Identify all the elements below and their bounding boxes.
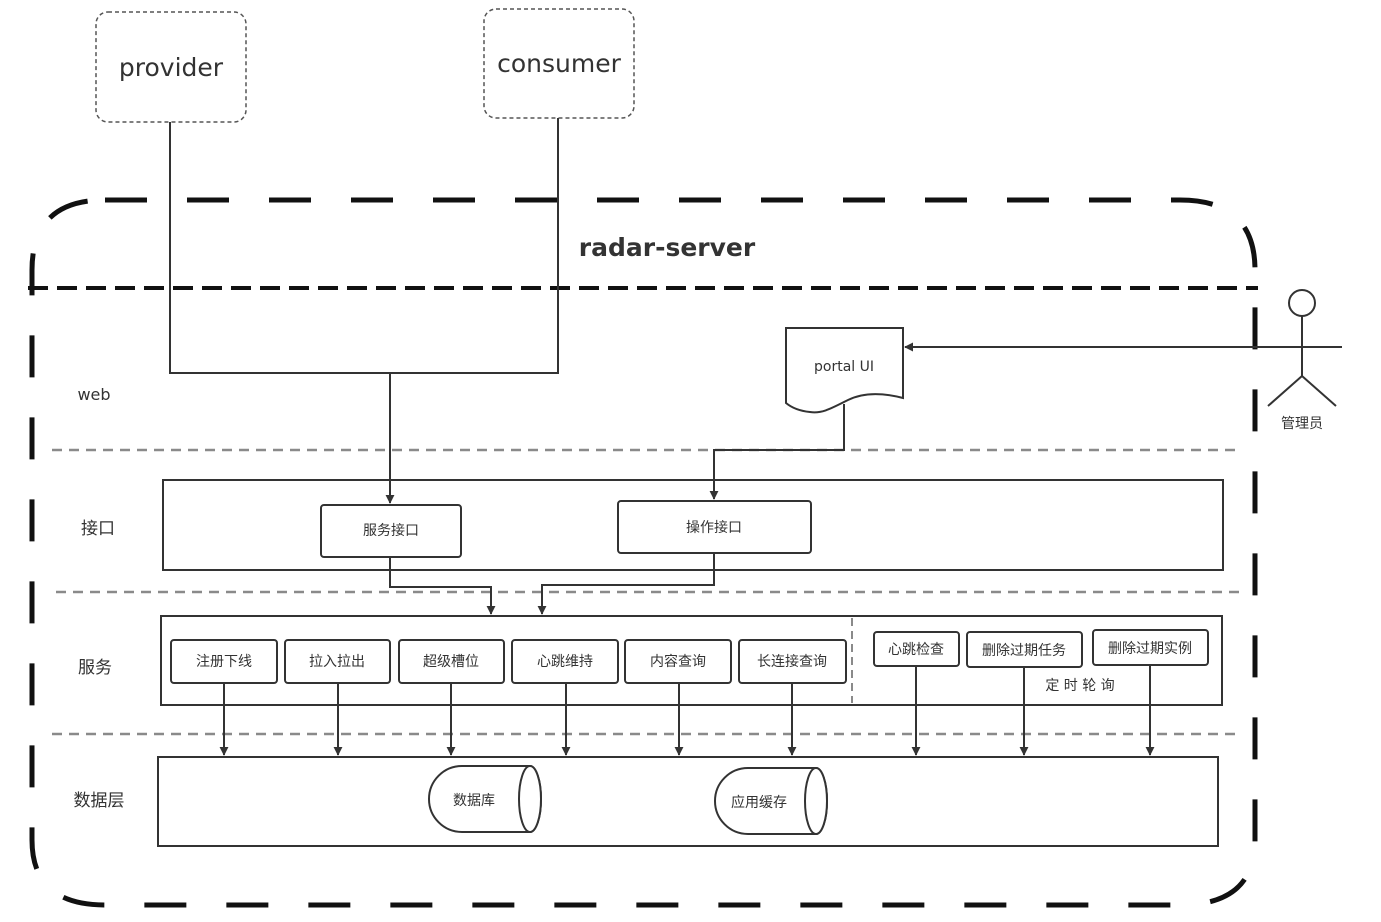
svg-text:心跳维持: 心跳维持 <box>537 654 593 670</box>
operation-api-box: 操作接口 <box>617 500 812 554</box>
operation-api-label: 操作接口 <box>686 519 742 536</box>
layer-label-data: 数据层 <box>74 791 125 811</box>
radar-server-boundary <box>29 197 1258 908</box>
scheduled-polling-label: 定 时 轮 询 <box>1045 678 1114 694</box>
layer-label-interface: 接口 <box>81 519 115 539</box>
layer-label-service: 服务 <box>78 658 112 678</box>
service-api-box: 服务接口 <box>320 504 462 558</box>
database-store: 数据库 <box>428 765 542 833</box>
scheduled-box-heartbeat-check: 心跳检查 <box>873 631 960 667</box>
consumer-node: consumer <box>483 8 635 119</box>
portal-ui-node: portal UI <box>785 327 904 414</box>
svg-text:拉入拉出: 拉入拉出 <box>309 654 365 670</box>
svg-text:长连接查询: 长连接查询 <box>757 653 827 670</box>
service-box-register: 注册下线 <box>170 639 278 684</box>
consumer-label: consumer <box>497 49 621 78</box>
service-box-content-query: 内容查询 <box>624 639 732 684</box>
actor-label: 管理员 <box>1281 416 1323 432</box>
svg-text:删除过期实例: 删除过期实例 <box>1108 641 1192 657</box>
database-label: 数据库 <box>453 793 495 809</box>
layer-label-web: web <box>77 385 110 404</box>
service-api-to-service-arrow <box>389 557 496 615</box>
svg-text:删除过期任务: 删除过期任务 <box>982 643 1066 659</box>
consumer-connector <box>390 118 559 374</box>
service-box-long-connection-query: 长连接查询 <box>738 639 847 684</box>
scheduled-box-delete-expired-instances: 删除过期实例 <box>1092 629 1209 666</box>
service-box-heartbeat: 心跳维持 <box>511 639 619 684</box>
portal-to-operation-arrow <box>709 404 845 500</box>
actor-head <box>1288 289 1316 317</box>
svg-text:心跳检查: 心跳检查 <box>888 642 944 658</box>
admin-actor: 管理员 <box>1262 289 1342 432</box>
server-title: radar-server <box>579 233 756 262</box>
scheduled-box-delete-expired-tasks: 删除过期任务 <box>966 631 1083 668</box>
provider-label: provider <box>119 53 224 82</box>
service-api-label: 服务接口 <box>363 522 419 539</box>
svg-text:超级槽位: 超级槽位 <box>423 654 479 670</box>
app-cache-store: 应用缓存 <box>714 767 828 835</box>
service-box-pull-in-out: 拉入拉出 <box>284 639 391 684</box>
provider-connector <box>169 122 390 374</box>
operation-api-to-service-arrow <box>537 553 715 615</box>
data-container <box>157 756 1219 847</box>
provider-node: provider <box>95 11 247 123</box>
app-cache-label: 应用缓存 <box>731 794 787 811</box>
svg-text:内容查询: 内容查询 <box>650 653 706 670</box>
svg-text:注册下线: 注册下线 <box>196 654 252 670</box>
service-box-super-slot: 超级槽位 <box>398 639 505 684</box>
portal-ui-label: portal UI <box>814 359 874 375</box>
